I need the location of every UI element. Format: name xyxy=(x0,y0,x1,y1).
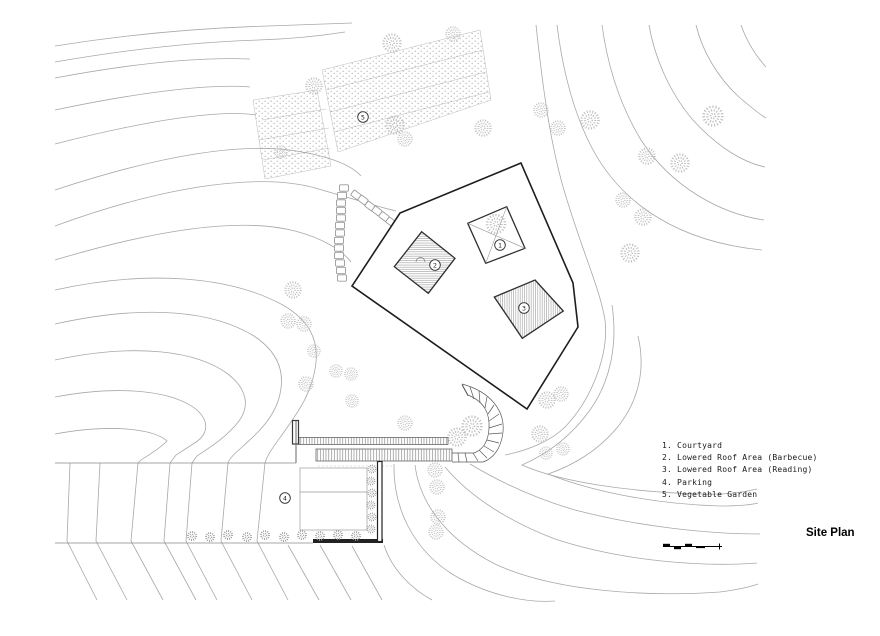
building xyxy=(350,161,579,411)
legend: 1. Courtyard 2. Lowered Roof Area (Barbe… xyxy=(662,440,818,501)
legend-item-courtyard: 1. Courtyard xyxy=(662,441,723,450)
legend-item-barbecue: 2. Lowered Roof Area (Barbecue) xyxy=(662,453,818,463)
marker-reading-number: 3 xyxy=(522,304,526,312)
marker-courtyard: 1 xyxy=(494,239,506,251)
scale-bar xyxy=(663,543,722,550)
markers: 1 2 3 4 5 xyxy=(279,111,530,504)
legend-item-reading: 3. Lowered Roof Area (Reading) xyxy=(662,465,813,475)
parking-south-wall xyxy=(313,539,383,543)
fan-staircase xyxy=(452,383,504,463)
vegetable-garden xyxy=(252,29,492,180)
marker-courtyard-number: 1 xyxy=(498,241,502,249)
marker-barbecue-number: 2 xyxy=(433,261,437,269)
walkway-and-stairs xyxy=(291,383,504,467)
marker-parking-number: 4 xyxy=(283,494,287,502)
courtyard-1 xyxy=(466,205,526,265)
walkway-lower-band xyxy=(315,448,453,462)
marker-garden: 5 xyxy=(357,111,369,123)
legend-item-garden: 5. Vegetable Garden xyxy=(662,489,758,499)
garden-patch-right xyxy=(321,29,492,153)
parking-area xyxy=(55,421,383,544)
lowered-roof-barbecue-2 xyxy=(393,230,456,295)
building-outline xyxy=(350,161,579,411)
marker-parking: 4 xyxy=(279,492,291,504)
page-title: Site Plan xyxy=(806,527,855,539)
legend-item-parking: 4. Parking xyxy=(662,477,713,487)
walkway-upper-band xyxy=(298,437,449,445)
marker-barbecue: 2 xyxy=(429,259,441,271)
contour-lines xyxy=(54,22,767,602)
marker-garden-number: 5 xyxy=(361,113,365,121)
marker-reading: 3 xyxy=(518,302,530,314)
parking-east-wall xyxy=(376,460,383,543)
parking-structure xyxy=(299,467,368,531)
